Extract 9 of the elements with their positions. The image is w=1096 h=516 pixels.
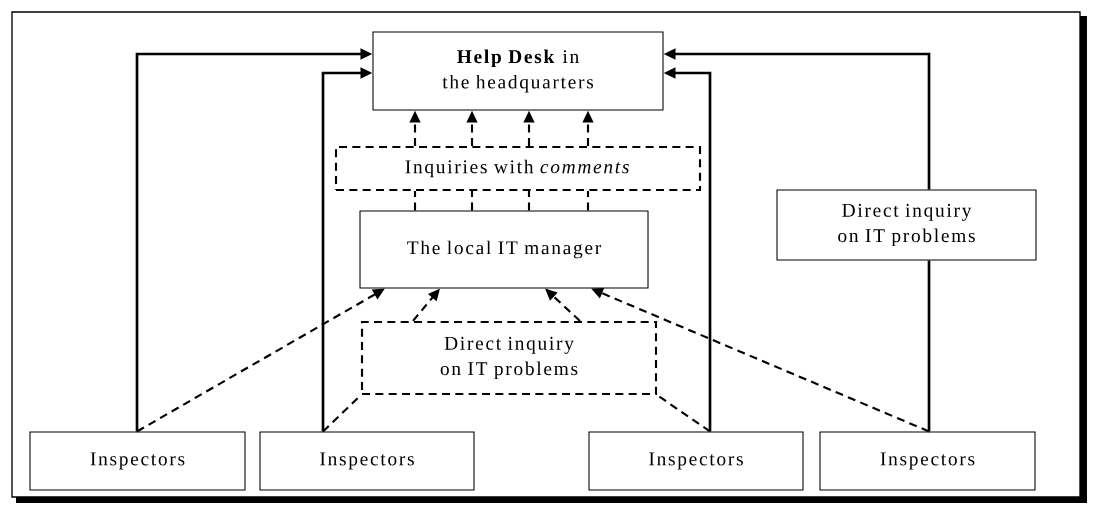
process-box: Inspectors — [588, 431, 804, 491]
process-box: Inspectors — [29, 431, 246, 491]
process-box: Inspectors — [259, 431, 475, 491]
dashed-box: Direct inquiry on IT problems — [360, 320, 658, 396]
process-box: Help Desk in the headquarters — [372, 31, 664, 111]
process-box: The local IT manager — [359, 210, 649, 289]
process-box: Inspectors — [819, 431, 1036, 491]
process-box: Direct inquiry on IT problems — [776, 189, 1037, 261]
dashed-box: Inquiries with comments — [334, 145, 702, 192]
